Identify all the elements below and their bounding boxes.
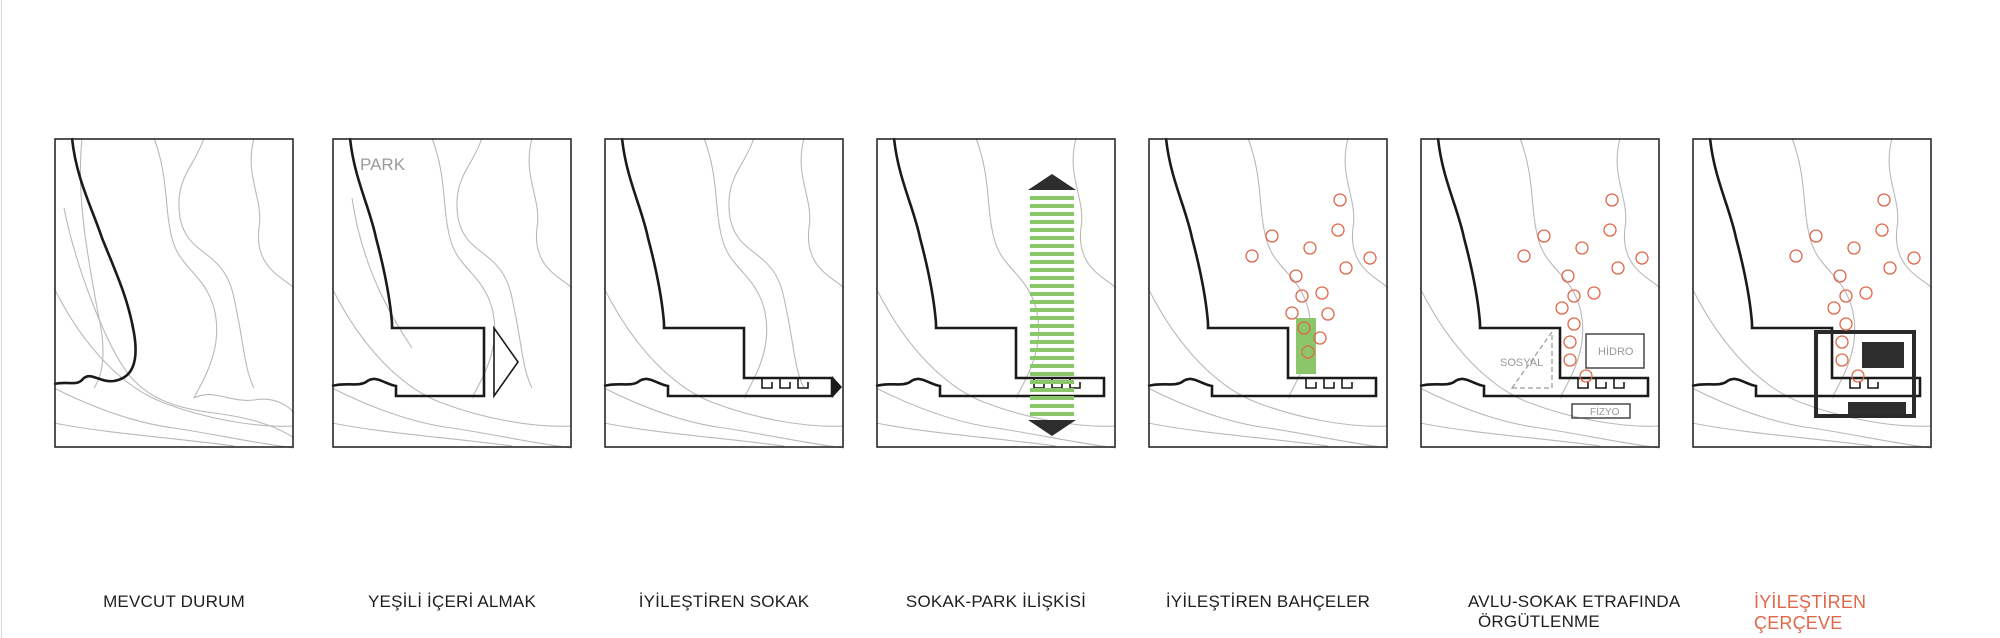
site-boundary <box>331 137 486 398</box>
contour-lines <box>331 137 573 449</box>
green-stripe <box>1030 244 1074 248</box>
label-fizyo: FİZYO <box>1590 405 1620 418</box>
caption-sokak-park-iliskisi: SOKAK-PARK İLİŞKİSİ <box>905 592 1087 611</box>
green-stripe <box>1030 300 1074 304</box>
green-stripe <box>1030 388 1074 392</box>
panel-frame <box>1148 138 1388 448</box>
dark-block-upper <box>1862 342 1904 368</box>
caption-iyilestiren-bahceler: İYİLEŞTİREN BAHÇELER <box>1165 592 1371 611</box>
green-stripe <box>1030 252 1074 256</box>
tree-circles <box>1517 193 1649 383</box>
contour-lines <box>1147 137 1389 449</box>
green-stripe <box>1030 268 1074 272</box>
hidro-box <box>1585 333 1645 369</box>
panel-avlu-sokak: SOSYAL HİDRO FİZYO <box>1419 137 1680 631</box>
contour-lines <box>1419 137 1661 449</box>
green-stripe <box>1030 404 1074 408</box>
green-stripe <box>1030 236 1074 240</box>
caption-iyilestiren-sokak: İYİLEŞTİREN SOKAK <box>638 592 810 611</box>
caption-line-2: ÖRGÜTLENME <box>1478 612 1600 631</box>
contour-lines <box>53 137 295 449</box>
site-boundary <box>603 137 834 398</box>
panel-frame <box>1420 138 1660 448</box>
green-stripe <box>1030 340 1074 344</box>
panel-2-map: PARK <box>331 137 573 449</box>
site-boundary <box>1147 137 1378 398</box>
arrow-tip <box>832 376 842 398</box>
caption-line-1: İYİLEŞTİREN <box>1754 592 1867 612</box>
panel-3-map <box>603 137 845 449</box>
panel-6-map: SOSYAL HİDRO FİZYO <box>1419 137 1661 449</box>
green-stripe <box>1030 356 1074 360</box>
green-stripe <box>1030 220 1074 224</box>
contour-lines <box>1691 137 1933 449</box>
label-hidro: HİDRO <box>1598 345 1634 358</box>
green-stripe <box>1030 204 1074 208</box>
green-stripe <box>1030 212 1074 216</box>
arrow-marker <box>493 325 519 399</box>
contour-lines <box>875 137 1117 449</box>
dark-block-lower <box>1848 402 1906 414</box>
green-stripe <box>1030 332 1074 336</box>
green-stripe <box>1030 364 1074 368</box>
label-sosyal: SOSYAL <box>1500 357 1543 369</box>
green-stripe <box>1030 324 1074 328</box>
green-stripe <box>1030 372 1074 376</box>
panel-iyilestiren-sokak: İYİLEŞTİREN SOKAK <box>603 137 845 611</box>
panel-7-map <box>1691 137 1933 449</box>
street-notches <box>761 378 809 389</box>
healing-frame <box>1814 330 1916 418</box>
fizyo-box <box>1571 403 1631 419</box>
site-boundary <box>1691 137 1922 398</box>
panel-frame <box>604 138 844 448</box>
green-stripe <box>1030 308 1074 312</box>
green-stripe <box>1030 228 1074 232</box>
green-stripe <box>1030 316 1074 320</box>
green-stripe <box>1030 396 1074 400</box>
green-stripe <box>1030 284 1074 288</box>
arrow-up <box>1028 174 1076 190</box>
panel-yesili-iceri-almak: PARK YEŞİLİ İÇERİ ALMAK <box>331 137 573 611</box>
caption-yesili-iceri-almak: YEŞİLİ İÇERİ ALMAK <box>368 592 536 611</box>
caption-line-1: AVLU-SOKAK ETRAFINDA <box>1468 592 1681 611</box>
arrow-down <box>1028 420 1076 436</box>
green-stripes <box>1030 196 1074 416</box>
street-notches <box>1305 378 1353 389</box>
site-boundary <box>875 137 1106 398</box>
panel-4-map <box>875 137 1117 449</box>
green-stripe <box>1030 412 1074 416</box>
panel-frame <box>1692 138 1932 448</box>
site-boundary <box>53 137 137 386</box>
site-boundary <box>1419 137 1650 398</box>
map-label-park: PARK <box>360 155 406 174</box>
panel-frame <box>332 138 572 448</box>
caption-line-2: ÇERÇEVE <box>1754 613 1843 633</box>
tree-circles <box>1789 193 1921 383</box>
green-stripe <box>1030 380 1074 384</box>
panel-iyilestiren-bahceler: İYİLEŞTİREN BAHÇELER <box>1147 137 1389 611</box>
caption-mevcut-durum: MEVCUT DURUM <box>103 592 245 611</box>
caption-iyilestiren-cerceve: İYİLEŞTİREN ÇERÇEVE <box>1754 592 1994 634</box>
street-notches <box>1577 378 1625 389</box>
panel-mevcut-durum: MEVCUT DURUM <box>53 137 295 611</box>
panel-frame <box>876 138 1116 448</box>
green-stripe <box>1030 292 1074 296</box>
panel-frame <box>54 138 294 448</box>
left-edge-rule <box>1 0 2 638</box>
street-notches <box>1849 378 1879 389</box>
caption-avlu-sokak: AVLU-SOKAK ETRAFINDA ÖRGÜTLENME <box>1468 592 1708 632</box>
tree-circles <box>1245 193 1377 359</box>
green-stripe <box>1030 276 1074 280</box>
panel-sokak-park-iliskisi: SOKAK-PARK İLİŞKİSİ <box>875 137 1117 611</box>
panel-5-map <box>1147 137 1389 449</box>
panel-iyilestiren-cerceve: İYİLEŞTİREN ÇERÇEVE <box>1691 137 1933 633</box>
panel-1-map <box>53 137 295 449</box>
sosyal-triangle <box>1510 330 1553 389</box>
contour-lines <box>603 137 845 449</box>
green-stripe <box>1030 348 1074 352</box>
green-stripe <box>1030 196 1074 200</box>
green-stripe <box>1030 260 1074 264</box>
